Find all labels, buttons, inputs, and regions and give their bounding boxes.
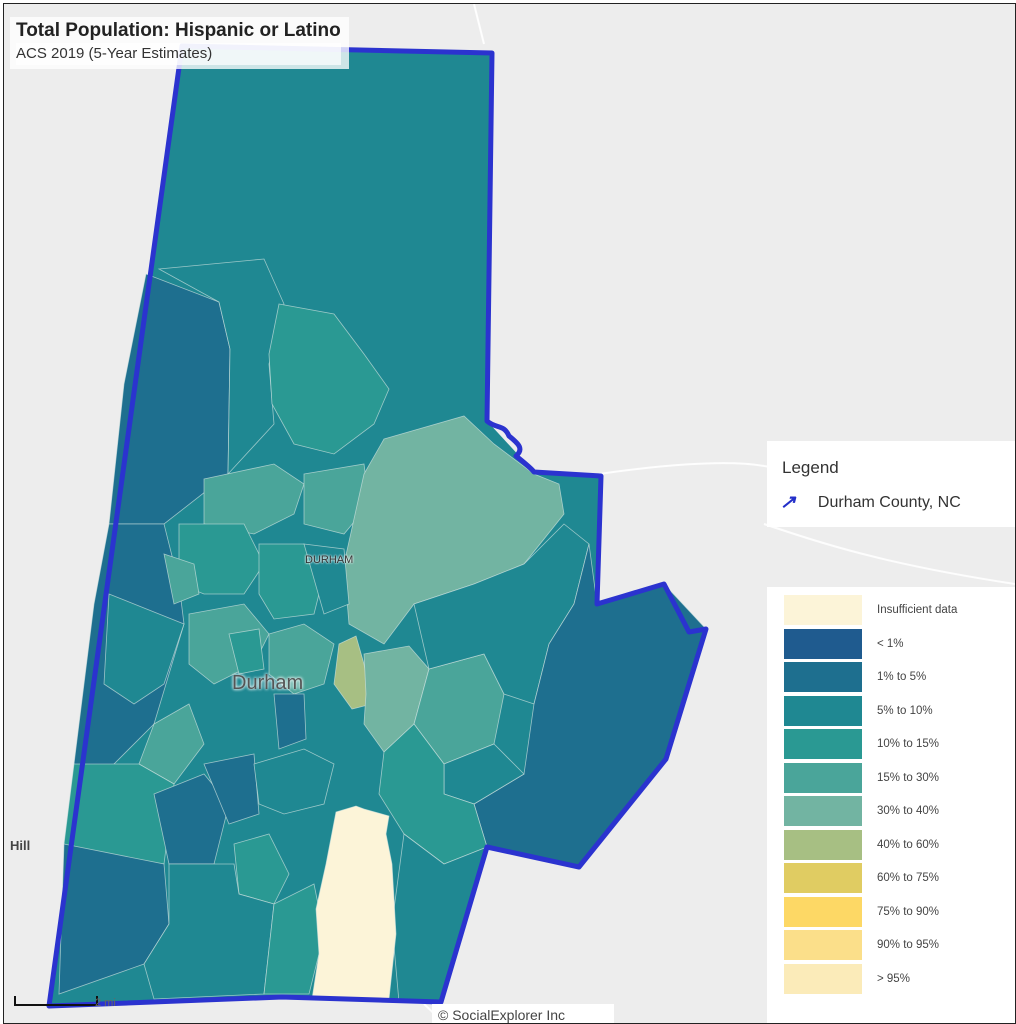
legend-class-label: Insufficient data — [877, 604, 958, 616]
legend-class-label: 40% to 60% — [877, 838, 940, 851]
tract[interactable] — [273, 693, 307, 750]
tract[interactable] — [203, 753, 260, 825]
legend-layer-label: Durham County, NC — [817, 493, 961, 511]
legend-class-item[interactable]: 75% to 90% — [784, 896, 940, 927]
scale-bar — [14, 996, 98, 1006]
legend-swatch — [784, 595, 862, 625]
legend-swatch — [784, 762, 862, 793]
tract[interactable] — [163, 553, 200, 605]
legend-class-label: < 1% — [877, 637, 904, 650]
tract[interactable] — [311, 805, 397, 1000]
legend-layer-row[interactable]: ↗ Durham County, NC — [780, 491, 961, 514]
tract[interactable] — [253, 748, 335, 815]
legend-class-item[interactable]: 15% to 30% — [784, 762, 940, 793]
scale-label: 2 mi — [95, 997, 116, 1009]
legend-swatch — [784, 662, 862, 692]
map-title-box: Total Population: Hispanic or Latino ACS… — [10, 17, 349, 69]
legend-class-label: 5% to 10% — [877, 704, 933, 717]
tract[interactable] — [103, 593, 185, 705]
legend-class-item[interactable]: > 95% — [784, 963, 910, 994]
tract[interactable] — [303, 543, 350, 615]
tract[interactable] — [228, 628, 265, 675]
legend-class-item[interactable]: 10% to 15% — [784, 729, 939, 759]
tract[interactable] — [268, 303, 390, 455]
legend-class-item[interactable]: 40% to 60% — [784, 829, 940, 860]
road-east-2 — [763, 523, 1015, 585]
tract[interactable] — [153, 773, 230, 865]
legend-class-label: 90% to 95% — [877, 939, 940, 951]
legend-swatch — [784, 729, 862, 759]
legend-class-label: 10% to 15% — [877, 738, 940, 750]
legend-swatch — [784, 896, 862, 927]
county-boundary[interactable] — [46, 43, 709, 1009]
legend-class-item[interactable]: Insufficient data — [784, 595, 957, 625]
legend-swatch — [784, 829, 862, 860]
legend-class-item[interactable]: 90% to 95% — [784, 930, 939, 960]
map-frame: Total Population: Hispanic or Latino ACS… — [3, 3, 1016, 1024]
map-credit: © SocialExplorer Inc — [432, 1004, 614, 1023]
tract[interactable] — [233, 833, 290, 905]
legend-class-item[interactable]: 60% to 75% — [784, 863, 939, 893]
legend-swatch — [784, 695, 862, 726]
boundary-line-icon: ↗ — [780, 492, 796, 513]
map-title: Total Population: Hispanic or Latino — [16, 20, 341, 41]
map-canvas[interactable] — [4, 4, 1015, 1023]
tract[interactable] — [263, 883, 325, 995]
place-label-durham: Durham — [232, 672, 304, 694]
legend-swatch — [784, 796, 862, 826]
tract[interactable] — [157, 258, 285, 476]
legend-swatch — [784, 863, 862, 893]
legend-class-label: 1% to 5% — [877, 671, 927, 683]
road-north — [473, 4, 485, 45]
legend-swatch — [784, 930, 862, 960]
legend-class-item[interactable]: 1% to 5% — [784, 662, 926, 692]
census-tracts — [58, 258, 707, 1003]
legend-swatch — [784, 628, 862, 659]
legend-class-label: 75% to 90% — [877, 905, 940, 918]
map-subtitle: ACS 2019 (5-Year Estimates) — [16, 43, 341, 65]
legend-class-item[interactable]: 5% to 10% — [784, 695, 933, 726]
legend-class-label: > 95% — [877, 972, 910, 985]
legend-class-item[interactable]: < 1% — [784, 628, 904, 659]
legend-classes-panel: Insufficient data < 1% 1% to 5% 5% to 10% 10… — [767, 587, 1015, 1023]
legend-class-label: 30% to 40% — [877, 805, 940, 817]
legend-class-label: 15% to 30% — [877, 771, 940, 784]
legend-heading: Legend — [782, 458, 839, 477]
legend-class-label: 60% to 75% — [877, 872, 940, 884]
legend-panel: Legend ↗ Durham County, NC — [767, 441, 1015, 527]
tract[interactable] — [378, 723, 488, 865]
legend-class-item[interactable]: 30% to 40% — [784, 796, 939, 826]
road-east — [598, 462, 1015, 505]
place-label-durham-small: DURHAM — [305, 554, 354, 566]
tract[interactable] — [138, 703, 205, 785]
legend-swatch — [784, 963, 862, 994]
place-label-hill: Hill — [10, 838, 31, 853]
tract[interactable] — [268, 623, 335, 695]
